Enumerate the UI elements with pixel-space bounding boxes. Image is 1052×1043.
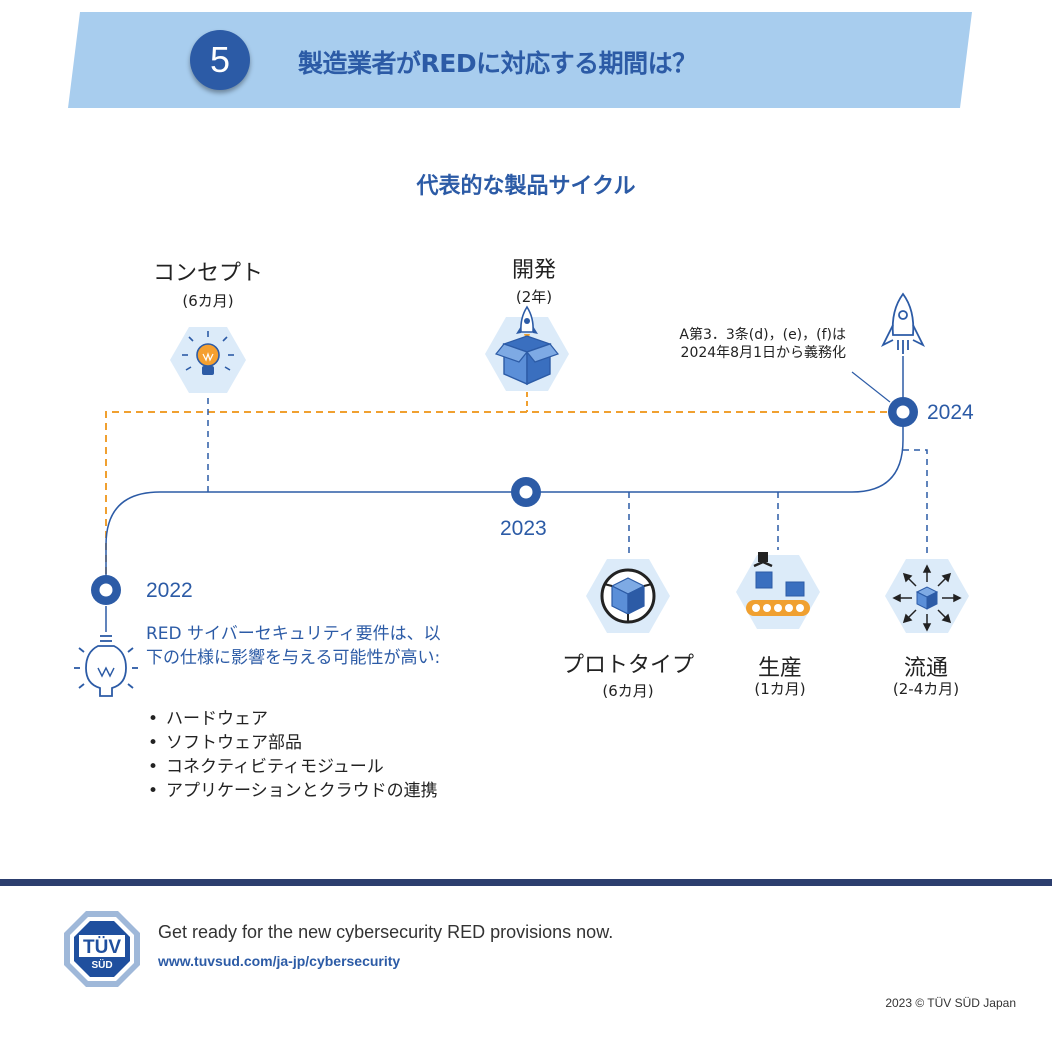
footer-url-link[interactable]: www.tuvsud.com/ja-jp/cybersecurity — [158, 953, 401, 969]
list-item: ソフトウェア部品 — [144, 731, 446, 755]
development-duration: (2年) — [515, 288, 553, 306]
year-2023-label: 2023 — [500, 517, 547, 540]
rocket-icon — [880, 292, 926, 354]
lightbulb-icon — [182, 331, 234, 375]
main-timeline-line — [105, 412, 904, 586]
year-2022-label: 2022 — [146, 579, 193, 602]
note-leader-line — [851, 371, 891, 403]
regulation-note: A第3．3条(d)，(e)，(f)は 2024年8月1日から義務化 — [640, 326, 846, 362]
conveyor-icon — [746, 552, 810, 616]
diagram-subtitle: 代表的な製品サイクル — [416, 174, 636, 199]
logo-text-top: TÜV — [83, 937, 121, 958]
tuv-sud-logo: TÜV SÜD — [64, 911, 140, 987]
node-2022 — [91, 575, 121, 605]
step-number-badge: 5 — [190, 30, 250, 90]
footer-divider — [0, 879, 1052, 886]
timeline-diagram — [74, 292, 969, 697]
rocket-box-icon — [495, 305, 559, 386]
development-label: 開発 — [511, 258, 556, 283]
prototype-label: プロトタイプ — [561, 653, 694, 678]
distribution-connector — [903, 449, 928, 556]
list-item: コネクティビティモジュール — [144, 755, 446, 779]
production-label: 生産 — [757, 656, 802, 681]
year-2024-label: 2024 — [927, 401, 974, 424]
header-band — [68, 12, 972, 108]
footer-tagline: Get ready for the new cybersecurity RED … — [158, 922, 614, 942]
node-2024 — [888, 397, 918, 427]
copyright-text: 2023 © TÜV SÜD Japan — [885, 996, 1016, 1010]
orange-dashed-route — [105, 411, 903, 586]
production-duration: (1カ月) — [754, 680, 806, 698]
distribution-label: 流通 — [903, 656, 948, 681]
requirements-intro: RED サイバーセキュリティ要件は、以下の仕様に影響を与える可能性が高い: — [146, 624, 441, 668]
regulation-note-line2: 2024年8月1日から義務化 — [680, 345, 846, 361]
cube-icon — [600, 568, 656, 624]
lightbulb-outline-icon — [74, 606, 138, 697]
concept-duration: (6カ月) — [182, 292, 234, 310]
distribution-duration: (2-4カ月) — [892, 680, 960, 698]
node-2023 — [511, 477, 541, 507]
header-title: 製造業者がREDに対応する期間は？ — [298, 49, 697, 78]
production-hex — [736, 555, 820, 629]
prototype-duration: (6カ月) — [602, 682, 654, 700]
list-item: ハードウェア — [144, 707, 446, 731]
concept-label: コンセプト — [152, 261, 263, 286]
distribution-icon — [892, 564, 962, 632]
requirements-list: ハードウェア ソフトウェア部品 コネクティビティモジュール アプリケーションとク… — [144, 707, 446, 803]
regulation-note-line1: A第3．3条(d)，(e)，(f)は — [679, 327, 846, 343]
logo-text-bottom: SÜD — [91, 958, 112, 971]
list-item: アプリケーションとクラウドの連携 — [144, 779, 446, 803]
